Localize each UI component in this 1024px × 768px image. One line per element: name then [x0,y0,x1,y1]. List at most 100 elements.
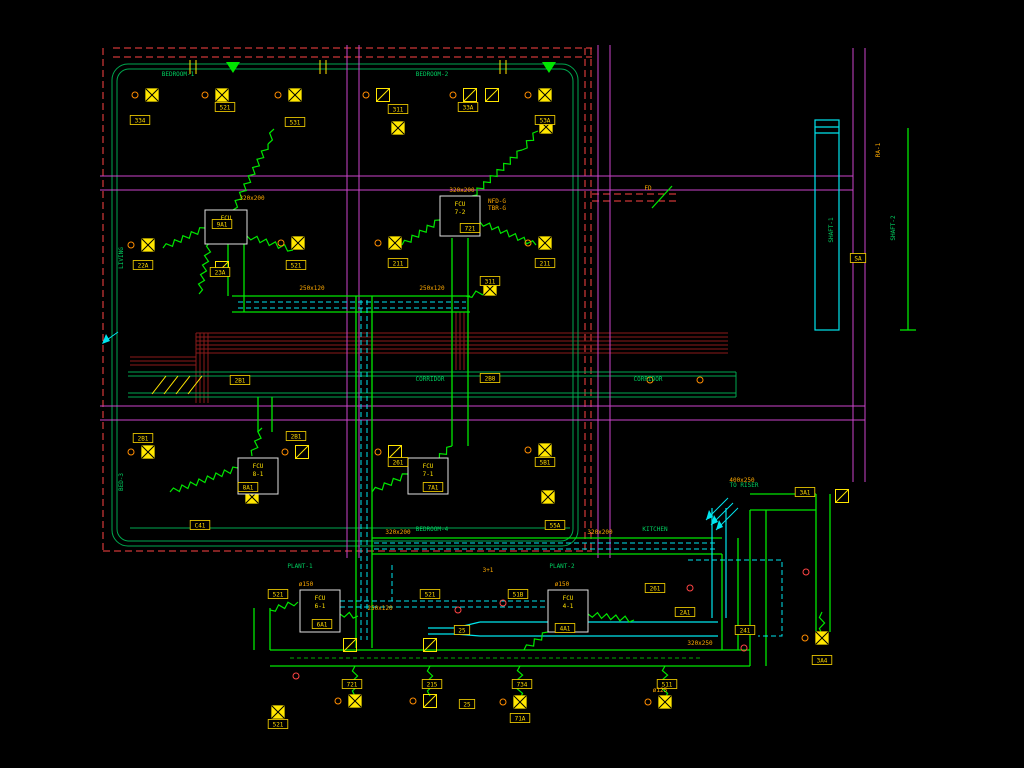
supply-diffuser[interactable] [541,490,555,504]
ref-tag[interactable]: 22A [132,260,154,270]
ref-tag[interactable]: 521 [267,719,289,729]
supply-diffuser[interactable] [291,236,305,250]
supply-diffuser[interactable] [815,631,829,645]
ref-tag[interactable]: 261 [387,457,409,467]
equipment-label: 8-1 [253,471,264,478]
return-grille[interactable] [423,694,437,708]
tag-text: 521 [425,591,436,598]
ref-tag[interactable]: 9A1 [211,219,233,229]
return-grille[interactable] [376,88,390,102]
supply-diffuser[interactable] [391,121,405,135]
green-annotation: SHAFT-1 [828,217,835,243]
ref-tag[interactable]: 8A1 [237,482,259,492]
return-grille[interactable] [295,445,309,459]
grille-diagonal [423,694,437,708]
supply-diffuser[interactable] [141,445,155,459]
green-annotation: KITCHEN [642,526,668,533]
return-grille[interactable] [463,88,477,102]
orange-annotation: 320x200 [449,187,475,194]
ref-tag[interactable]: SA [849,253,867,263]
return-grille[interactable] [835,489,849,503]
supply-diffuser[interactable] [658,695,672,709]
ref-tag[interactable]: 211 [534,258,556,268]
line [187,375,203,395]
ref-tag[interactable]: 311 [479,276,501,286]
ref-tag[interactable]: 51B [507,589,529,599]
ref-tag[interactable]: 521 [267,589,289,599]
return-grille[interactable] [388,445,402,459]
orange-annotation: 250x120 [367,605,393,612]
diffuser-x [391,121,405,135]
ref-tag[interactable]: 334 [129,115,151,125]
ref-tag[interactable]: 33A [457,102,479,112]
ref-tag[interactable]: 521 [285,260,307,270]
ref-tag[interactable]: 2B1 [229,375,251,385]
tag-box [387,104,409,114]
ref-tag[interactable]: 734 [511,679,533,689]
orange-annotation: NFD-G [488,198,506,205]
supply-diffuser[interactable] [513,695,527,709]
return-grille[interactable] [423,638,437,652]
damper-marker [409,697,417,705]
flex-duct [587,611,635,623]
tag-box [511,679,533,689]
damper-marker [201,91,209,99]
ref-tag[interactable]: 721 [341,679,363,689]
supply-diffuser[interactable] [388,236,402,250]
ref-tag[interactable]: 521 [214,102,236,112]
grille-diagonal [463,88,477,102]
supply-diffuser[interactable] [288,88,302,102]
ref-tag[interactable]: 5B1 [534,457,556,467]
supply-diffuser[interactable] [538,88,552,102]
ref-tag[interactable]: C41 [189,520,211,530]
ref-tag[interactable]: 261 [644,583,666,593]
supply-diffuser[interactable] [538,236,552,250]
ref-tag[interactable]: 2B1 [132,433,154,443]
tag-text: 23A [215,269,226,276]
ref-tag[interactable]: 521 [419,589,441,599]
ref-tag[interactable]: 721 [459,223,481,233]
ref-tag[interactable]: 311 [387,104,409,114]
layer-green-ducts [227,128,916,667]
tag-text: 51B [513,591,524,598]
ref-tag[interactable]: 215 [421,679,443,689]
tag-text: 6A1 [317,621,328,628]
ref-tag[interactable]: 25 [458,699,476,709]
tag-box [129,115,151,125]
damper-marker [334,697,342,705]
tag-text: 33A [463,104,474,111]
ref-tag[interactable]: 71A [509,713,531,723]
supply-diffuser[interactable] [145,88,159,102]
ref-tag[interactable]: 531 [284,117,306,127]
supply-diffuser[interactable] [538,443,552,457]
ref-tag[interactable]: 511 [656,679,678,689]
ref-tag[interactable]: 55A [544,520,566,530]
ref-tag[interactable]: 3A4 [811,655,833,665]
return-grille[interactable] [485,88,499,102]
supply-diffuser[interactable] [141,238,155,252]
ref-tag[interactable]: 4A1 [554,623,576,633]
supply-diffuser[interactable] [348,694,362,708]
ref-tag[interactable]: 3A1 [794,487,816,497]
ref-tag[interactable]: 241 [734,625,756,635]
ref-tag[interactable]: 23A [209,267,231,277]
ref-tag[interactable]: 25 [453,625,471,635]
tag-text: 215 [427,681,438,688]
ref-tag[interactable]: 2B8 [479,373,501,383]
ref-tag[interactable]: 211 [387,258,409,268]
diffuser-x [538,88,552,102]
layer-cyan-dashed [238,300,783,640]
ref-tag[interactable]: 7A1 [422,482,444,492]
tag-box [534,457,556,467]
ref-tag[interactable]: 2A1 [674,607,696,617]
ref-tag[interactable]: 53A [534,115,556,125]
ref-tag[interactable]: 6A1 [311,619,333,629]
tag-text: 521 [273,721,284,728]
return-grille[interactable] [343,638,357,652]
ref-tag[interactable]: 2B1 [285,431,307,441]
damper-marker [524,446,532,454]
supply-diffuser[interactable] [271,705,285,719]
flex-duct [232,143,269,211]
supply-diffuser[interactable] [215,88,229,102]
